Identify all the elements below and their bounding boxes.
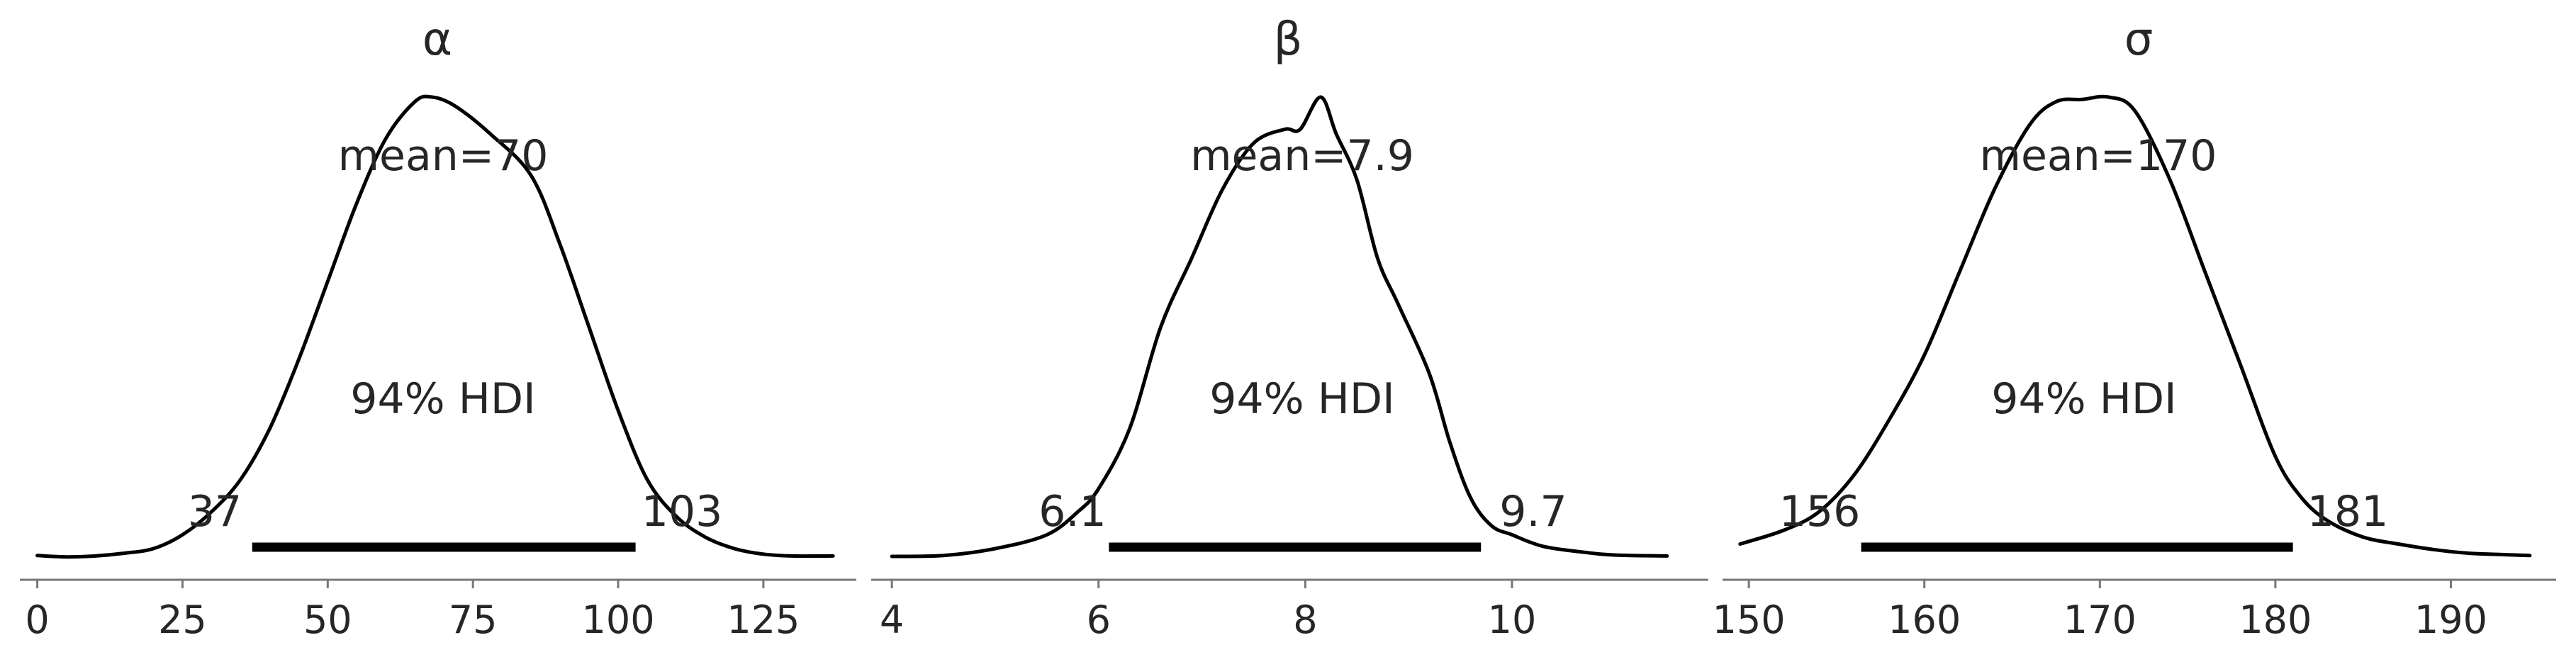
x-tick-label: 125 (727, 598, 800, 642)
hdi-label-beta: 94% HDI (1209, 374, 1394, 424)
x-tick-label: 10 (1488, 598, 1537, 642)
hdi-low-value-alpha: 37 (188, 487, 242, 537)
x-tick-label: 190 (2414, 598, 2487, 642)
hdi-label-sigma: 94% HDI (1991, 374, 2176, 424)
subplot-title-alpha: α (422, 13, 452, 66)
density-curve-sigma (1738, 94, 2532, 558)
subplot-beta: β mean=7.9 94% HDI 6.1 9.7 4 6 8 10 (871, 13, 1708, 642)
subplot-alpha: α mean=70 94% HDI 37 103 0 25 50 75 100 125 (20, 13, 856, 642)
mean-label-alpha: mean=70 (338, 131, 549, 181)
x-tick-label: 180 (2239, 598, 2312, 642)
x-tick-label: 170 (2063, 598, 2137, 642)
mean-label-beta: mean=7.9 (1190, 131, 1414, 181)
hdi-low-value-sigma: 156 (1779, 487, 1861, 537)
subplot-title-sigma: σ (2124, 13, 2154, 66)
hdi-high-value-alpha: 103 (642, 487, 723, 537)
x-ticks-beta: 4 6 8 10 (880, 580, 1536, 642)
x-tick-label: 25 (158, 598, 207, 642)
density-curve-alpha (35, 94, 835, 559)
hdi-high-value-beta: 9.7 (1499, 487, 1567, 537)
x-tick-label: 50 (303, 598, 352, 642)
x-tick-label: 100 (581, 598, 654, 642)
x-tick-label: 75 (449, 598, 498, 642)
subplot-title-beta: β (1274, 13, 1303, 66)
mean-label-sigma: mean=170 (1980, 131, 2217, 181)
hdi-label-alpha: 94% HDI (350, 374, 535, 424)
x-ticks-sigma: 150 160 170 180 190 (1713, 580, 2487, 642)
density-curve-beta (890, 95, 1669, 559)
hdi-high-value-sigma: 181 (2307, 487, 2389, 537)
x-tick-label: 4 (880, 598, 904, 642)
x-tick-label: 6 (1087, 598, 1111, 642)
hdi-low-value-beta: 6.1 (1038, 487, 1106, 537)
x-tick-label: 160 (1888, 598, 1961, 642)
x-tick-label: 8 (1293, 598, 1317, 642)
x-ticks-alpha: 0 25 50 75 100 125 (25, 580, 800, 642)
x-tick-label: 150 (1713, 598, 1786, 642)
x-tick-label: 0 (25, 598, 49, 642)
